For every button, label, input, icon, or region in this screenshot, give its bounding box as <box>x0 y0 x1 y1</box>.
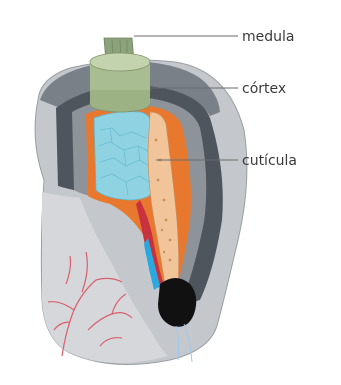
label-medulla: medula <box>242 29 294 45</box>
medulla-ring-top <box>90 53 150 71</box>
cortex-cells <box>94 112 154 200</box>
label-cuticle: cutícula <box>242 153 297 169</box>
label-cortex: córtex <box>242 81 286 97</box>
dermal-papilla <box>158 278 196 327</box>
medulla-column-lower <box>90 90 150 104</box>
